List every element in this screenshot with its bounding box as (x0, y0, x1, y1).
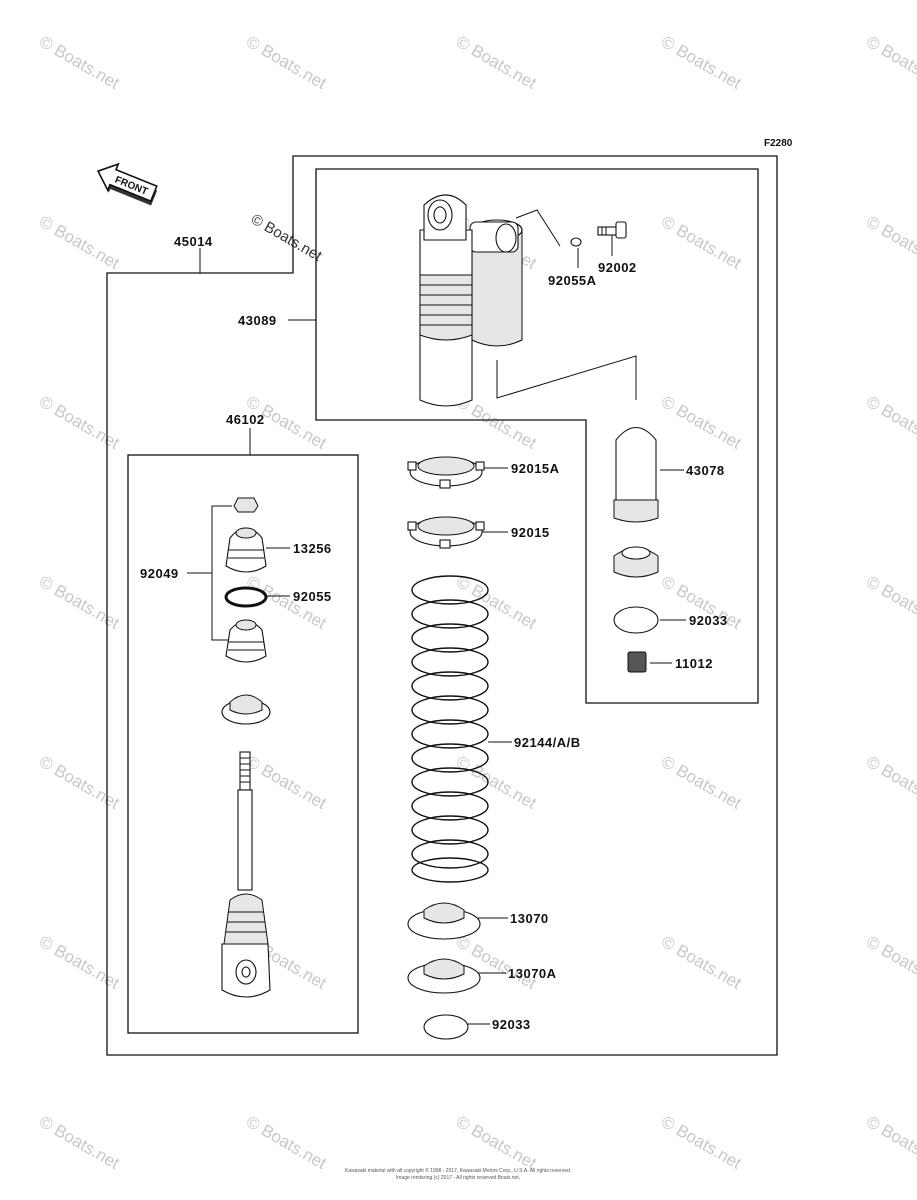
part-label-13070: 13070 (510, 911, 549, 926)
part-label-13070A: 13070A (508, 966, 557, 981)
watermark: © Boats.net (453, 1112, 540, 1173)
circlip-lower-part[interactable] (423, 1014, 469, 1040)
part-label-13256: 13256 (293, 541, 332, 556)
spring-seat-part[interactable] (407, 902, 481, 940)
valve-part[interactable] (627, 651, 647, 673)
oring-small-part[interactable] (570, 237, 582, 247)
watermark: © Boats.net (863, 392, 917, 453)
watermark-main: © Boats.net (248, 211, 325, 265)
bumper-seat-part[interactable] (221, 694, 271, 725)
reservoir-cap-part[interactable] (613, 546, 659, 578)
part-label-45014: 45014 (174, 234, 213, 249)
circlip-upper-part[interactable] (613, 606, 659, 634)
part-label-92015A: 92015A (511, 461, 560, 476)
part-label-92033-upper: 92033 (689, 613, 728, 628)
watermark: © Boats.net (658, 212, 745, 273)
watermark: © Boats.net (658, 32, 745, 93)
bushing-upper-part[interactable] (225, 527, 267, 573)
watermark: © Boats.net (243, 752, 330, 813)
watermark: © Boats.net (36, 392, 123, 453)
watermark: © Boats.net (453, 752, 540, 813)
bladder-part[interactable] (613, 426, 659, 523)
watermark: © Boats.net (36, 1112, 123, 1173)
watermark: © Boats.net (863, 212, 917, 273)
watermark: © Boats.net (658, 1112, 745, 1173)
part-label-11012: 11012 (675, 656, 713, 671)
watermark: © Boats.net (863, 32, 917, 93)
part-label-92055: 92055 (293, 589, 332, 604)
part-label-92033-lower: 92033 (492, 1017, 531, 1032)
part-label-43089: 43089 (238, 313, 277, 328)
watermark: © Boats.net (36, 572, 123, 633)
assembly-frame-45014 (106, 155, 778, 1056)
watermark: © Boats.net (36, 752, 123, 813)
figure-code: F2280 (764, 138, 793, 149)
part-label-92144: 92144/A/B (514, 735, 581, 750)
front-arrow-icon: FRONT (97, 162, 158, 206)
watermark: © Boats.net (243, 32, 330, 93)
watermark: © Boats.net (36, 32, 123, 93)
part-label-92055A: 92055A (548, 273, 597, 288)
spring-seat-a-part[interactable] (407, 958, 481, 994)
part-label-92015: 92015 (511, 525, 550, 540)
bolt-part[interactable] (597, 221, 627, 239)
assembly-frame-43089 (315, 168, 759, 704)
watermark: © Boats.net (658, 392, 745, 453)
watermark: © Boats.net (36, 212, 123, 273)
watermark: © Boats.net (863, 932, 917, 993)
damper-rod-part[interactable] (221, 751, 271, 998)
lock-nut-part[interactable] (407, 516, 485, 549)
watermark: © Boats.net (863, 572, 917, 633)
watermark-grid: © Boats.net © Boats.net © Boats.net © Bo… (36, 32, 917, 1173)
watermark: © Boats.net (36, 932, 123, 993)
nut-part[interactable] (233, 497, 259, 513)
spring-part[interactable] (411, 575, 489, 883)
part-label-92002: 92002 (598, 260, 637, 275)
oring-part[interactable] (224, 586, 268, 608)
copyright-line-1: Kawasaki material with all copyright © 1… (345, 1167, 571, 1174)
part-label-46102: 46102 (226, 412, 265, 427)
watermark: © Boats.net (658, 752, 745, 813)
shock-body-part[interactable] (419, 194, 637, 407)
watermark: © Boats.net (863, 1112, 917, 1173)
bushing-lower-part[interactable] (225, 619, 267, 663)
part-label-92049: 92049 (140, 566, 179, 581)
copyright-line-2: Image rendering (c) 2017 - All rights re… (396, 1175, 520, 1181)
part-label-43078: 43078 (686, 463, 725, 478)
assembly-frame-46102 (127, 454, 359, 1034)
watermark: © Boats.net (658, 932, 745, 993)
watermark: © Boats.net (243, 1112, 330, 1173)
lock-nut-a-part[interactable] (407, 456, 485, 489)
watermark: © Boats.net (863, 752, 917, 813)
watermark: © Boats.net (453, 32, 540, 93)
